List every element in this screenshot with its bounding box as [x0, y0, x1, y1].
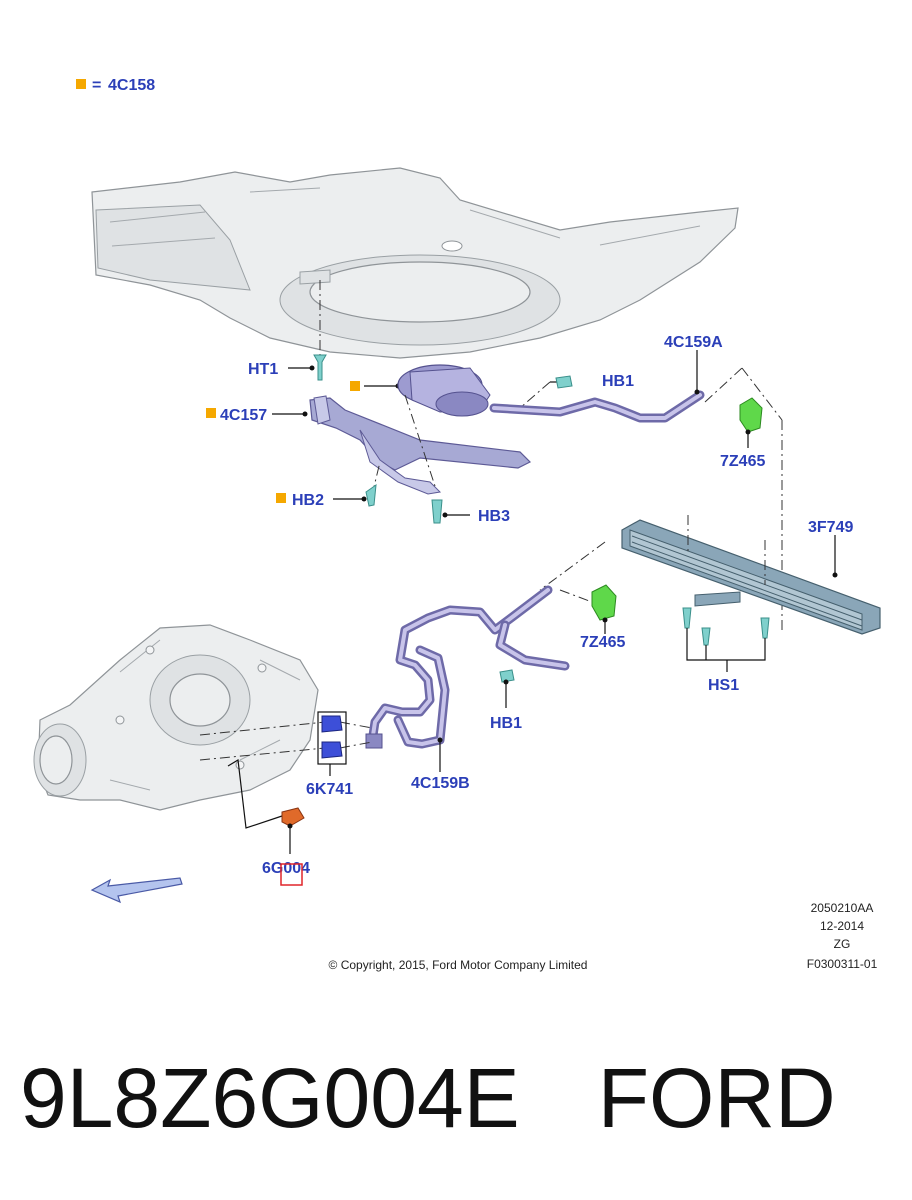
label-ht1: HT1	[248, 361, 278, 378]
hb2-bolt	[365, 483, 377, 507]
part-number-banner: 9L8Z6G004E FORD	[20, 1048, 900, 1148]
label-7z465-mid: 7Z465	[580, 634, 625, 651]
meta-zg: ZG	[834, 937, 851, 951]
legend-code: 4C158	[108, 77, 155, 94]
filter-4c158	[397, 364, 491, 417]
transmission-housing	[33, 624, 319, 811]
label-hb2: HB2	[292, 492, 324, 509]
clip-7z465-mid	[591, 584, 617, 621]
hs1-screws	[682, 607, 770, 646]
label-4c159a: 4C159A	[664, 334, 723, 351]
legend-equals: =	[92, 77, 101, 94]
label-6k741: 6K741	[306, 781, 353, 798]
copyright: © Copyright, 2015, Ford Motor Company Li…	[329, 958, 588, 972]
direction-arrow-icon	[90, 877, 183, 904]
sensor-6g004	[281, 807, 305, 827]
brand-name: FORD	[597, 1051, 836, 1145]
label-hs1: HS1	[708, 677, 739, 694]
marker-4c158	[350, 381, 360, 391]
exploded-parts-diagram: = 4C158 HT1 4C157 HB2 HB3	[33, 77, 881, 972]
marker-hb2	[276, 493, 286, 503]
meta-ref: F0300311-01	[807, 957, 878, 971]
hb3-bolt	[431, 499, 443, 524]
label-hb1-top: HB1	[602, 373, 634, 390]
label-hb1-bottom: HB1	[490, 715, 522, 732]
floor-pan	[91, 167, 739, 359]
tube-4c159a	[489, 390, 705, 423]
label-hb3: HB3	[478, 508, 510, 525]
highlight-box	[280, 863, 303, 886]
clip-7z465-top	[739, 397, 763, 433]
label-4c159b: 4C159B	[411, 775, 470, 792]
label-6g004: 6G004	[262, 860, 310, 877]
ht1-clip	[313, 354, 327, 381]
part-number: 9L8Z6G004E	[20, 1051, 520, 1145]
hb1-bottom-clip	[499, 669, 515, 683]
cooler-3f749	[621, 519, 881, 635]
label-7z465-top: 7Z465	[720, 453, 765, 470]
tube-4c159b	[365, 585, 570, 749]
hb1-top-clip	[555, 375, 573, 389]
legend-marker	[76, 79, 86, 89]
label-4c157: 4C157	[220, 407, 267, 424]
label-3f749: 3F749	[808, 519, 853, 536]
fittings-6k741	[321, 715, 343, 759]
meta-code: 2050210AA	[811, 901, 874, 915]
bracket-4c157	[309, 395, 532, 495]
marker-4c157	[206, 408, 216, 418]
meta-date: 12-2014	[820, 919, 864, 933]
